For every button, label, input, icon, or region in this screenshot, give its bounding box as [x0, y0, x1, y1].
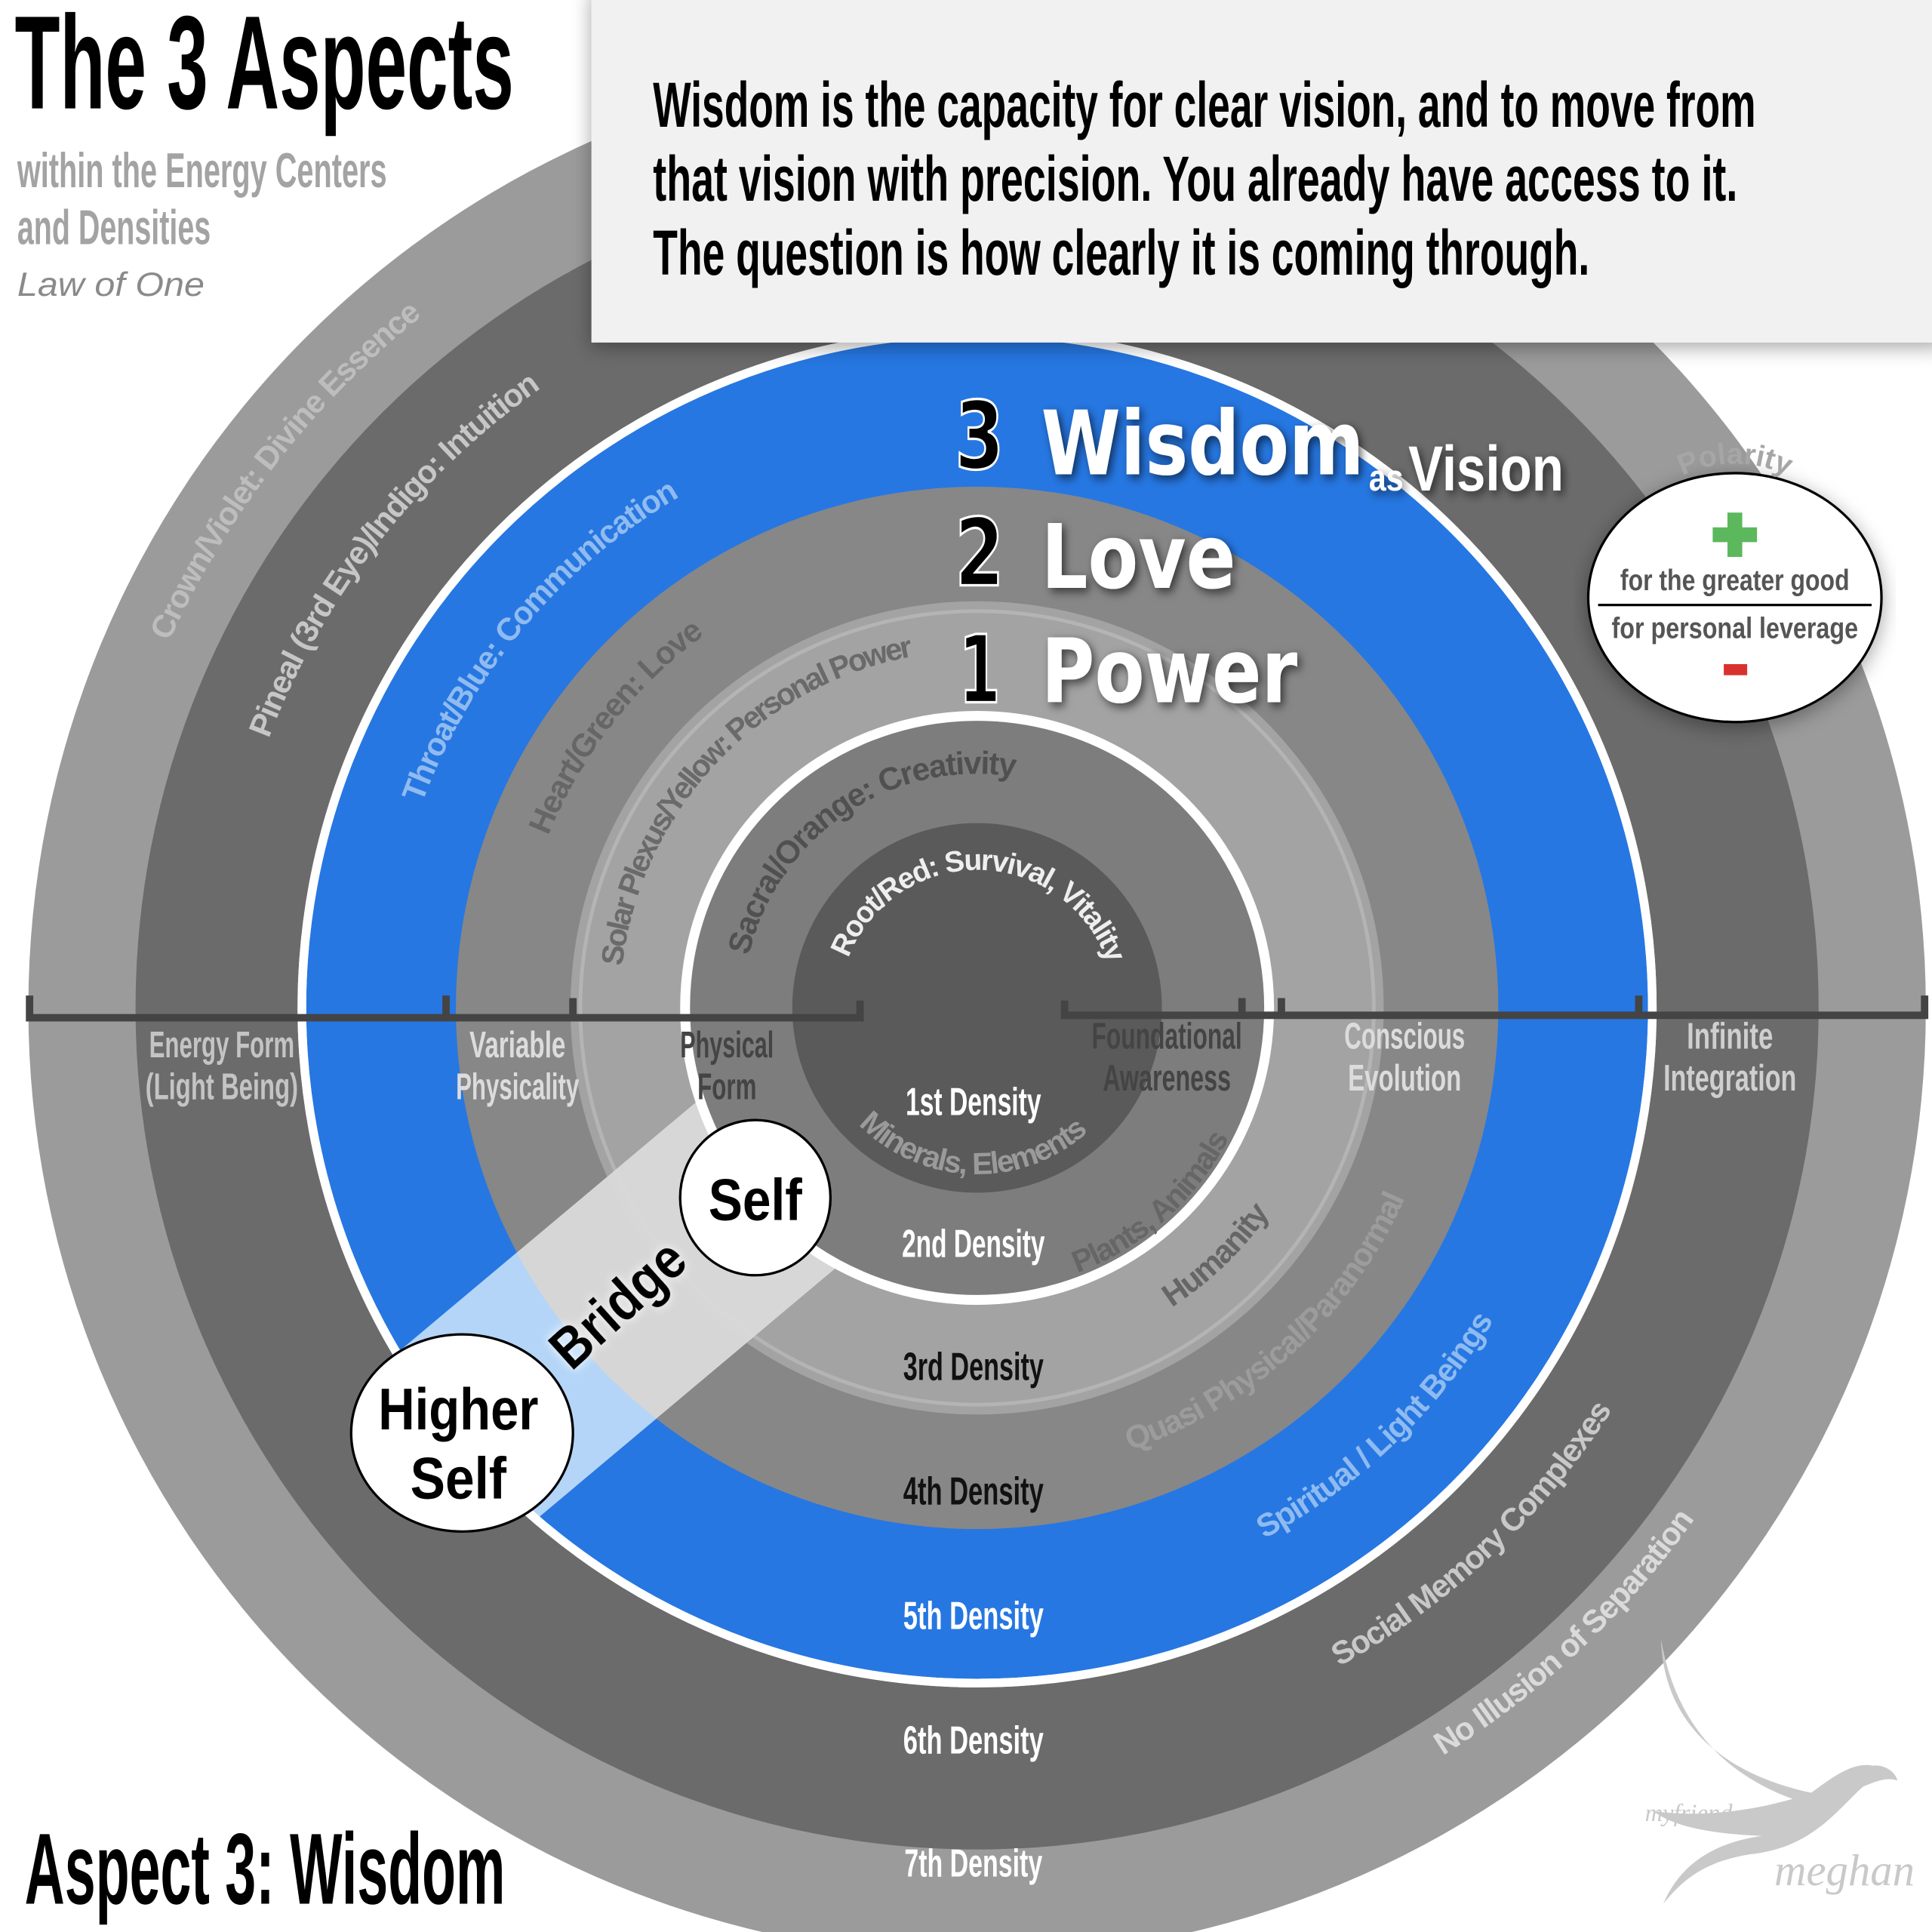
- form-label-energy-form: Energy Form: [149, 1024, 295, 1066]
- aspect-1-name: Power: [1041, 620, 1298, 724]
- ring-1st-density: [792, 823, 1162, 1193]
- density-label-2: 2nd Density: [902, 1222, 1045, 1266]
- form-label-awareness: Awareness: [1103, 1057, 1231, 1099]
- plus-icon: [1712, 512, 1758, 557]
- aspect-3-number: 3: [955, 381, 1004, 490]
- density-labels: 1st Density 2nd Density 3rd Density 4th …: [902, 1080, 1045, 1885]
- myfriend-meghan-logo: myfriend meghan: [1645, 1638, 1915, 1904]
- form-label-physical: Physical: [680, 1023, 774, 1065]
- subtitle-line-1: within the Energy Centers: [17, 143, 386, 198]
- form-label-evolution: Evolution: [1348, 1057, 1461, 1098]
- form-label-variable: Variable: [469, 1023, 565, 1065]
- quote-line-2: that vision with precision. You already …: [653, 144, 1737, 215]
- page-title: The 3 Aspects: [15, 0, 514, 137]
- density-label-7: 7th Density: [904, 1841, 1042, 1885]
- self-label-2: Self: [411, 1444, 507, 1511]
- source-label: Law of One: [17, 266, 205, 303]
- aspect-3-vision: Vision: [1408, 433, 1564, 504]
- density-label-5: 5th Density: [903, 1594, 1044, 1638]
- higher-self-bubble: Higher Self: [349, 1333, 574, 1534]
- form-label-light-being: (Light Being): [146, 1066, 298, 1107]
- logo-line-1: myfriend: [1645, 1800, 1734, 1827]
- form-label-form: Form: [697, 1066, 756, 1107]
- aspect-2-number: 2: [955, 498, 1004, 607]
- form-label-integration: Integration: [1663, 1057, 1796, 1099]
- form-brackets: [26, 995, 1929, 1022]
- self-bubble: Self: [678, 1118, 832, 1277]
- aspect-1-number: 1: [958, 615, 1001, 724]
- quote-box: Wisdom is the capacity for clear vision,…: [591, 0, 1932, 343]
- form-label-physicality: Physicality: [456, 1066, 579, 1107]
- eagle-icon: [1654, 1638, 1898, 1904]
- aspect-list: 3 Wisdom as Vision 2 Love 1 Power: [954, 380, 1564, 726]
- form-label-infinite: Infinite: [1687, 1017, 1773, 1057]
- form-label-foundational: Foundational: [1092, 1015, 1242, 1057]
- density-label-1: 1st Density: [906, 1080, 1041, 1124]
- density-label-4: 4th Density: [903, 1469, 1044, 1513]
- form-label-conscious: Conscious: [1344, 1015, 1465, 1057]
- density-label-3: 3rd Density: [903, 1345, 1044, 1389]
- quote-line-1: Wisdom is the capacity for clear vision,…: [653, 70, 1755, 142]
- ring-3rd-inner-line: [578, 609, 1376, 1407]
- title-block: The 3 Aspects within the Energy Centers …: [15, 0, 514, 303]
- polarity-positive: for the greater good: [1620, 564, 1850, 597]
- higher-label: Higher: [378, 1377, 538, 1442]
- aspect-3-as: as: [1369, 457, 1404, 498]
- density-label-6: 6th Density: [903, 1718, 1044, 1762]
- minus-icon: [1724, 664, 1748, 675]
- polarity-negative: for personal leverage: [1612, 612, 1859, 645]
- form-labels: Energy Form (Light Being) Variable Physi…: [146, 1015, 1797, 1107]
- subtitle-line-2: and Densities: [17, 200, 211, 255]
- aspect-footer-title: Aspect 3: Wisdom: [25, 1812, 506, 1925]
- aspect-2-name: Love: [1041, 506, 1236, 609]
- logo-line-2: meghan: [1774, 1846, 1915, 1895]
- quote-line-3: The question is how clearly it is coming…: [653, 218, 1589, 290]
- self-label: Self: [709, 1167, 803, 1233]
- aspect-3-name: Wisdom: [1041, 393, 1364, 496]
